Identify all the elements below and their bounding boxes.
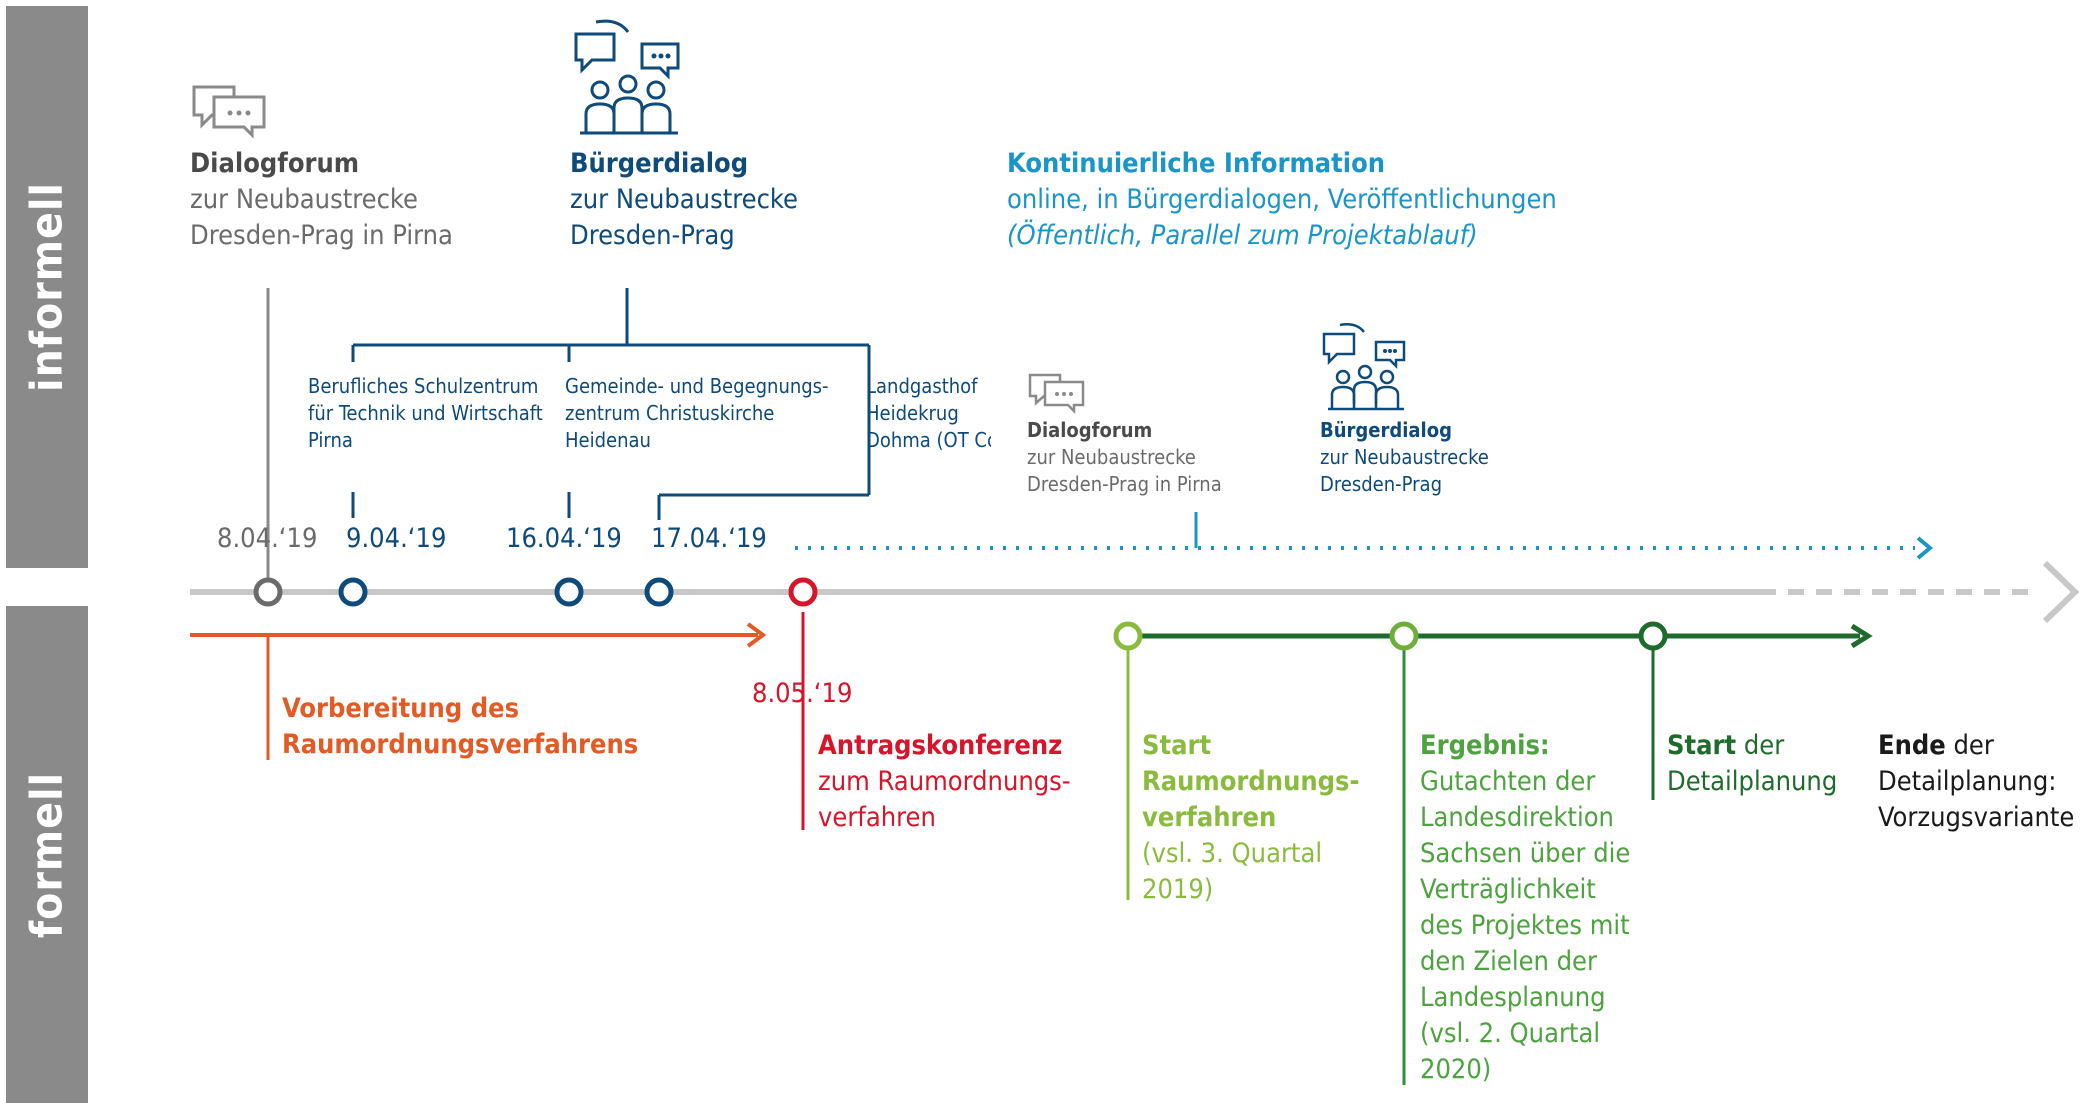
milestone-circle-ergebnis <box>1389 621 1419 651</box>
chat-bubbles-icon <box>192 85 266 139</box>
date-d3: 16.04.‘19 <box>506 523 622 554</box>
antrag-line2: verfahren <box>818 802 936 833</box>
ergebnis-line5: des Projektes mit <box>1420 910 1630 941</box>
venue-1-line2: für Technik und Wirtschaft <box>308 401 543 425</box>
vorbereitung-line2: Raumordnungsverfahrens <box>282 729 639 760</box>
antrag-title: Antragskonferenz <box>818 730 1063 761</box>
ergebnis-line1: Gutachten der <box>1420 766 1596 797</box>
chat-bubbles-icon-small <box>1028 373 1085 414</box>
venue-2-line2: zentrum Christuskirche <box>565 401 775 425</box>
small-buergerdialog-block: Bürgerdialog zur Neubaustrecke Dresden-P… <box>1320 417 1489 498</box>
milestone-circle-start-detail <box>1638 621 1668 651</box>
start-detail-bold: Start <box>1667 730 1737 761</box>
ergebnis-title: Ergebnis: <box>1420 730 1550 761</box>
sidebar-formal: formell <box>6 606 88 1103</box>
venue-1-line1: Berufliches Schulzentrum <box>308 374 539 398</box>
buergerdialog-title: Bürgerdialog <box>570 148 749 179</box>
milestone-circle-d3 <box>554 577 584 607</box>
antrag-line1: zum Raumordnungs- <box>818 766 1071 797</box>
info-title: Kontinuierliche Information <box>1007 148 1386 179</box>
dialogforum-line2: Dresden-Prag in Pirna <box>190 220 453 251</box>
ende-detail-line2: Detailplanung: <box>1878 766 2057 797</box>
venue-1: Berufliches Schulzentrum für Technik und… <box>308 373 543 454</box>
people-dialogue-icon-small <box>1322 323 1406 411</box>
antrag-block: Antragskonferenz zum Raumordnungs- verfa… <box>818 728 1071 836</box>
small-dialogforum-line2: Dresden-Prag in Pirna <box>1027 472 1222 496</box>
small-dialogforum-line1: zur Neubaustrecke <box>1027 445 1196 469</box>
small-buergerdialog-line1: zur Neubaustrecke <box>1320 445 1489 469</box>
start-rov-line5: 2019) <box>1142 874 1214 905</box>
ergebnis-line8: (vsl. 2. Quartal <box>1420 1018 1601 1049</box>
ergebnis-line6: den Zielen der <box>1420 946 1597 977</box>
info-line2: (Öffentlich, Parallel zum Projektablauf) <box>1007 220 1478 251</box>
milestone-circle-d5 <box>788 577 818 607</box>
start-rov-line1: Start <box>1142 730 1212 761</box>
ergebnis-line4: Verträglichkeit <box>1420 874 1596 905</box>
buergerdialog-block: Bürgerdialog zur Neubaustrecke Dresden-P… <box>570 146 798 254</box>
venue-3-line2: Heidekrug <box>866 401 959 425</box>
start-detail-line2: Detailplanung <box>1667 766 1838 797</box>
date-d2: 9.04.‘19 <box>346 523 447 554</box>
small-dialogforum-block: Dialogforum zur Neubaustrecke Dresden-Pr… <box>1027 417 1222 498</box>
milestone-circle-d2 <box>338 577 368 607</box>
buergerdialog-line1: zur Neubaustrecke <box>570 184 798 215</box>
vorbereitung-line1: Vorbereitung des <box>282 693 520 724</box>
small-dialogforum-title: Dialogforum <box>1027 418 1153 442</box>
people-dialogue-icon <box>574 19 680 135</box>
date-d4: 17.04.‘19 <box>651 523 767 554</box>
ende-detail-rest: der <box>1945 730 1994 761</box>
vorbereitung-block: Vorbereitung des Raumordnungsverfahrens <box>282 691 638 763</box>
start-rov-line3: verfahren <box>1142 802 1277 833</box>
ergebnis-line9: 2020) <box>1420 1054 1492 1085</box>
small-buergerdialog-title: Bürgerdialog <box>1320 418 1452 442</box>
venue-2: Gemeinde- und Begegnungs- zentrum Christ… <box>565 373 829 454</box>
start-rov-block: Start Raumordnungs- verfahren (vsl. 3. Q… <box>1142 728 1360 908</box>
start-rov-line4: (vsl. 3. Quartal <box>1142 838 1323 869</box>
ergebnis-block: Ergebnis: Gutachten der Landesdirektion … <box>1420 728 1630 1088</box>
ende-detail-block: Ende der Detailplanung: Vorzugsvariante <box>1878 728 2074 836</box>
date-d5: 8.05.‘19 <box>752 678 853 709</box>
start-detail-rest: der <box>1736 730 1785 761</box>
venue-2-line3: Heidenau <box>565 428 651 452</box>
milestone-circle-d1 <box>253 577 283 607</box>
info-block: Kontinuierliche Information online, in B… <box>1007 146 1557 254</box>
start-detail-block: Start der Detailplanung <box>1667 728 1837 800</box>
milestone-circle-d4 <box>644 577 674 607</box>
ende-detail-line3: Vorzugsvariante <box>1878 802 2075 833</box>
ergebnis-line2: Landesdirektion <box>1420 802 1614 833</box>
venue-3: Landgasthof Heidekrug Dohma (OT Co <box>866 373 991 454</box>
small-buergerdialog-line2: Dresden-Prag <box>1320 472 1443 496</box>
main-timeline-arrowhead <box>2042 560 2080 624</box>
ergebnis-line3: Sachsen über die <box>1420 838 1631 869</box>
info-dotted-arrowhead <box>1916 536 1934 560</box>
sidebar-informal: informell <box>6 6 88 568</box>
ende-detail-bold: Ende <box>1878 730 1946 761</box>
venue-3-line1: Landgasthof <box>866 374 978 398</box>
dialogforum-title: Dialogforum <box>190 148 360 179</box>
ergebnis-line7: Landesplanung <box>1420 982 1606 1013</box>
milestone-circle-start-rov <box>1113 621 1143 651</box>
info-line1: online, in Bürgerdialogen, Veröffentlich… <box>1007 184 1557 215</box>
dialogforum-line1: zur Neubaustrecke <box>190 184 418 215</box>
venue-3-line3: Dohma (OT Co <box>866 428 991 452</box>
venue-1-line3: Pirna <box>308 428 353 452</box>
dialogforum-block: Dialogforum zur Neubaustrecke Dresden-Pr… <box>190 146 453 254</box>
venue-2-line1: Gemeinde- und Begegnungs- <box>565 374 829 398</box>
date-d1: 8.04.‘19 <box>217 523 318 554</box>
start-rov-line2: Raumordnungs- <box>1142 766 1360 797</box>
buergerdialog-line2: Dresden-Prag <box>570 220 735 251</box>
